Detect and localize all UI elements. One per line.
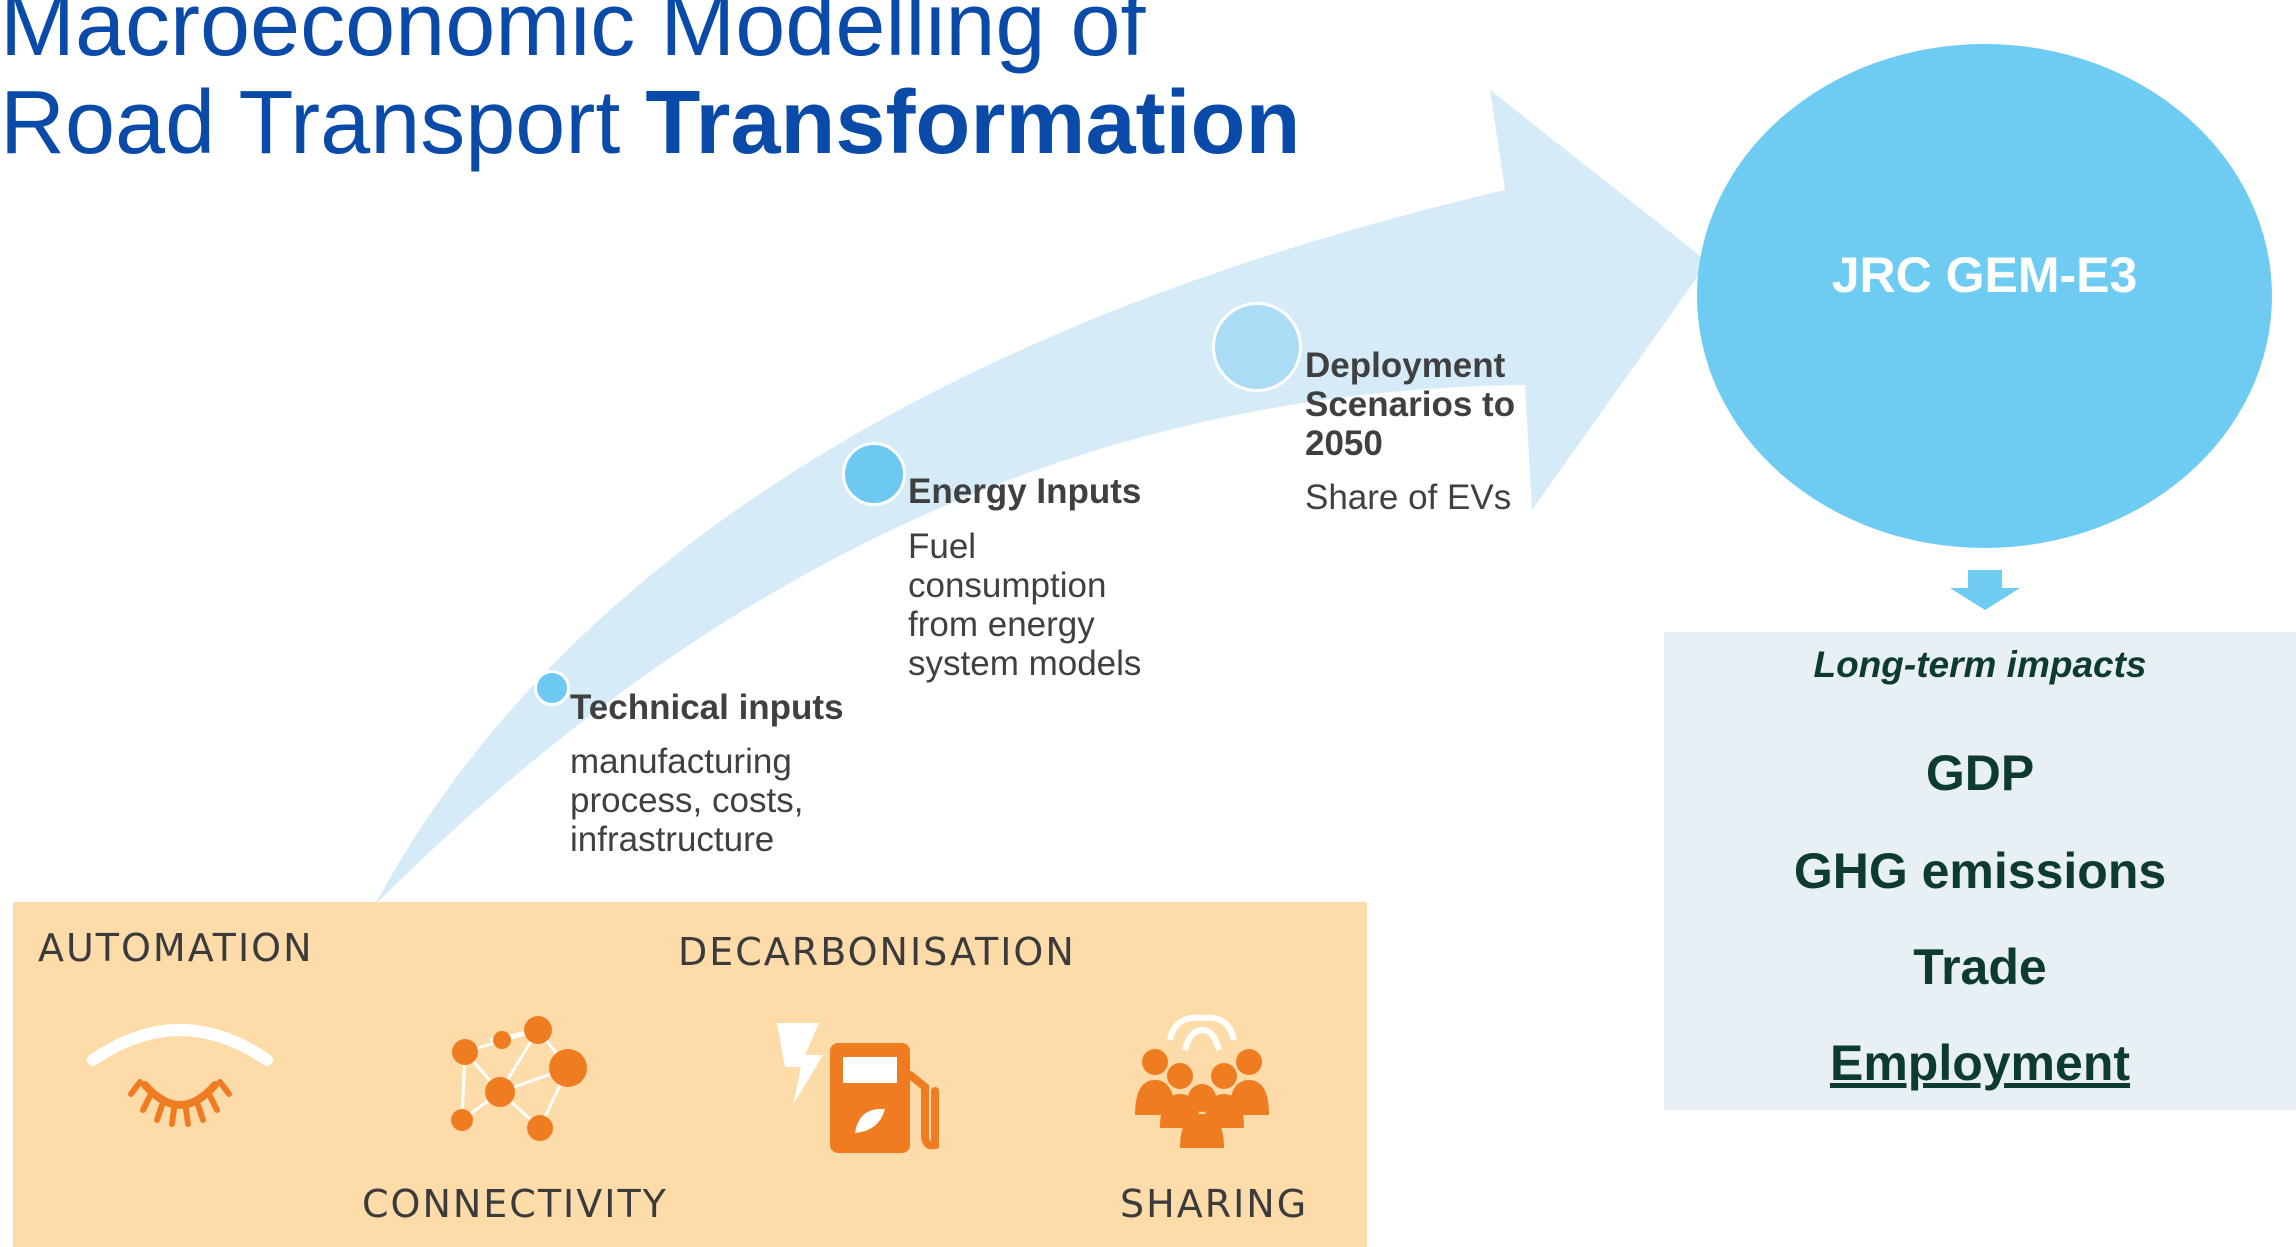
step-deployment-text: Share of EVs [1305,478,1512,517]
title-line-2-regular: Road Transport [0,73,646,173]
label-sharing: SHARING [1120,1182,1309,1226]
step-deployment-title: Deployment Scenarios to 2050 [1305,346,1515,463]
model-circle [1697,44,2272,548]
step-technical-line: manufacturing [570,742,792,781]
step-deployment-title-line: Scenarios to [1305,385,1516,424]
title-line-2-bold: Transformation [645,73,1301,173]
page-title: Macroeconomic Modelling of Road Transpor… [0,0,1520,172]
impact-gdp: GDP [1925,745,2035,801]
step-technical-line: infrastructure [570,820,775,859]
step-technical-title: Technical inputs [570,688,844,727]
step-energy-line: from energy [908,605,1095,644]
step-technical-line: process, costs, [570,781,804,820]
impact-trade: Trade [1913,939,2047,995]
title-line-1: Macroeconomic Modelling of [0,0,1146,75]
step-energy-title: Energy Inputs [908,472,1142,511]
step-energy-line: Fuel [908,527,977,566]
step-deployment-title-line: 2050 [1305,424,1383,463]
step-technical-text: manufacturing process, costs, infrastruc… [570,742,803,859]
impact-ghg: GHG emissions [1793,843,2167,899]
impacts-heading: Long-term impacts [1813,644,2147,685]
label-connectivity: CONNECTIVITY [362,1182,668,1226]
step-energy-text: Fuel consumption from energy system mode… [908,527,1141,683]
label-decarbonisation: DECARBONISATION [678,930,1076,974]
eye-closed-icon [87,1024,273,1127]
impacts-panel [1664,632,2296,1110]
drivers-panel [13,902,1367,1247]
impact-employment: Employment [1829,1035,2131,1091]
step-deployment-title-line: Deployment [1305,346,1506,385]
people-sharing-icon [1135,1014,1269,1148]
title-line-2: Road Transport Transformation [0,74,1520,172]
fuel-pump-icon [777,1023,939,1153]
down-arrow-icon [1950,570,2020,610]
model-label: JRC GEM-E3 [1831,247,2138,303]
step-deployment-dot [1212,302,1302,392]
network-icon [451,1016,587,1141]
step-technical-dot [534,670,570,706]
label-automation: AUTOMATION [38,926,314,970]
step-energy-line: system models [908,644,1142,683]
step-energy-line: consumption [908,566,1107,605]
step-energy-dot [842,442,906,506]
